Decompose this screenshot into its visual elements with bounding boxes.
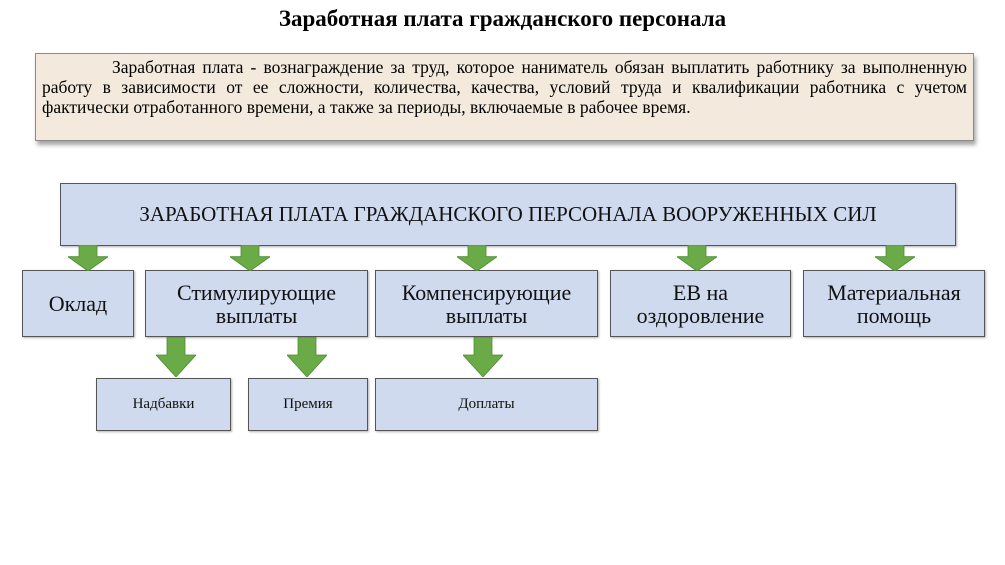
node-salary: Оклад [22,270,134,337]
node-incentive-payments: Стимулирующие выплаты [145,270,368,337]
root-node: ЗАРАБОТНАЯ ПЛАТА ГРАЖДАНСКОГО ПЕРСОНАЛА … [60,183,956,246]
down-arrow-icon [875,245,915,271]
down-arrow-icon [287,337,327,377]
node-material-aid: Материальная помощь [803,270,985,337]
slide-title: Заработная плата гражданского персонала [278,6,727,31]
down-arrow-icon [677,245,717,271]
node-health-payment: ЕВ на оздоровление [610,270,791,337]
node-allowances: Надбавки [96,378,231,431]
node-bonus: Премия [248,378,368,431]
down-arrow-icon [68,245,108,271]
down-arrow-icon [457,245,497,271]
down-arrow-icon [463,337,503,377]
down-arrow-icon [156,337,196,377]
node-surcharges: Доплаты [375,378,598,431]
down-arrow-icon [230,245,270,271]
definition-box: Заработная плата - вознаграждение за тру… [35,53,974,141]
node-compensation-payments: Компенсирующие выплаты [375,270,598,337]
